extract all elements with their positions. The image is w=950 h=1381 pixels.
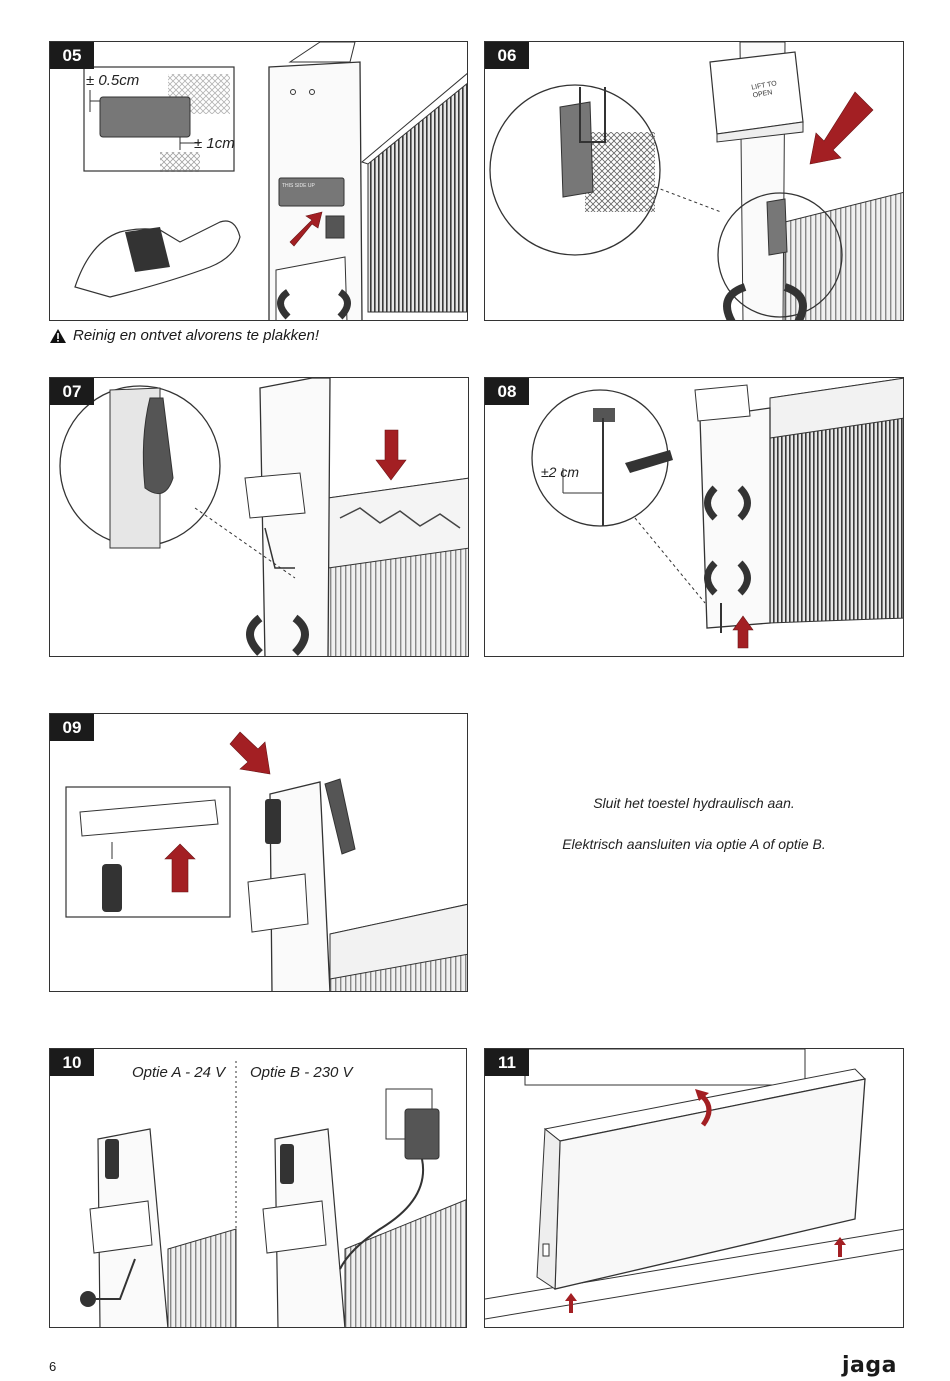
option-b-label: Optie B - 230 V bbox=[250, 1064, 353, 1081]
warning-note: Reinig en ontvet alvorens te plakken! bbox=[49, 327, 319, 344]
illustration-06 bbox=[489, 42, 903, 320]
illustration-07 bbox=[59, 378, 468, 656]
red-arrow-icon bbox=[375, 429, 407, 481]
step-number: 08 bbox=[485, 378, 529, 405]
step-number: 07 bbox=[50, 378, 94, 405]
panel-11: 11 bbox=[484, 1048, 904, 1328]
rotate-arrow-icon bbox=[700, 1095, 712, 1127]
instruction-hydraulic: Sluit het toestel hydraulisch aan. bbox=[593, 795, 795, 811]
step-number: 05 bbox=[50, 42, 94, 69]
red-arrow-icon bbox=[809, 91, 874, 165]
illustration-05 bbox=[74, 42, 467, 320]
red-arrow-icon bbox=[164, 843, 196, 893]
panel-10: 10 Optie A - 24 V Optie B - 230 V bbox=[49, 1048, 467, 1328]
illustration-09 bbox=[65, 731, 467, 991]
option-a-label: Optie A - 24 V bbox=[132, 1064, 226, 1081]
illustration-08 bbox=[531, 378, 903, 649]
page-number: 6 bbox=[49, 1359, 57, 1374]
panel-06: 06 LIFT TO OPEN bbox=[484, 41, 904, 321]
step-number: 06 bbox=[485, 42, 529, 69]
brand-logo: jaga bbox=[842, 1353, 897, 1378]
red-arrow-icon bbox=[834, 1237, 846, 1257]
red-arrow-icon bbox=[289, 211, 323, 247]
panel-09: 09 bbox=[49, 713, 468, 992]
red-arrow-icon bbox=[732, 615, 754, 649]
panel-05: 05 ± 0.5cm ± 1cm THIS SIDE UP bbox=[49, 41, 468, 321]
illustration-11 bbox=[485, 1049, 903, 1320]
tolerance-label-b: ± 1cm bbox=[194, 135, 235, 152]
warning-triangle-icon bbox=[50, 328, 66, 343]
instruction-electric: Elektrisch aansluiten via optie A of opt… bbox=[562, 836, 826, 852]
red-arrow-icon bbox=[229, 731, 271, 775]
step-number: 09 bbox=[50, 714, 94, 741]
warning-text: Reinig en ontvet alvorens te plakken! bbox=[73, 327, 319, 344]
step-number: 10 bbox=[50, 1049, 94, 1076]
panel-08: 08 ±2 cm bbox=[484, 377, 904, 657]
sticker-label: THIS SIDE UP bbox=[282, 183, 315, 189]
step-number: 11 bbox=[485, 1049, 529, 1076]
measurement-label: ±2 cm bbox=[541, 464, 580, 480]
illustration-10 bbox=[80, 1061, 466, 1327]
hammer-icon bbox=[625, 450, 673, 473]
tolerance-label-a: ± 0.5cm bbox=[86, 72, 140, 89]
red-arrow-icon bbox=[565, 1293, 577, 1313]
panel-07: 07 bbox=[49, 377, 469, 657]
